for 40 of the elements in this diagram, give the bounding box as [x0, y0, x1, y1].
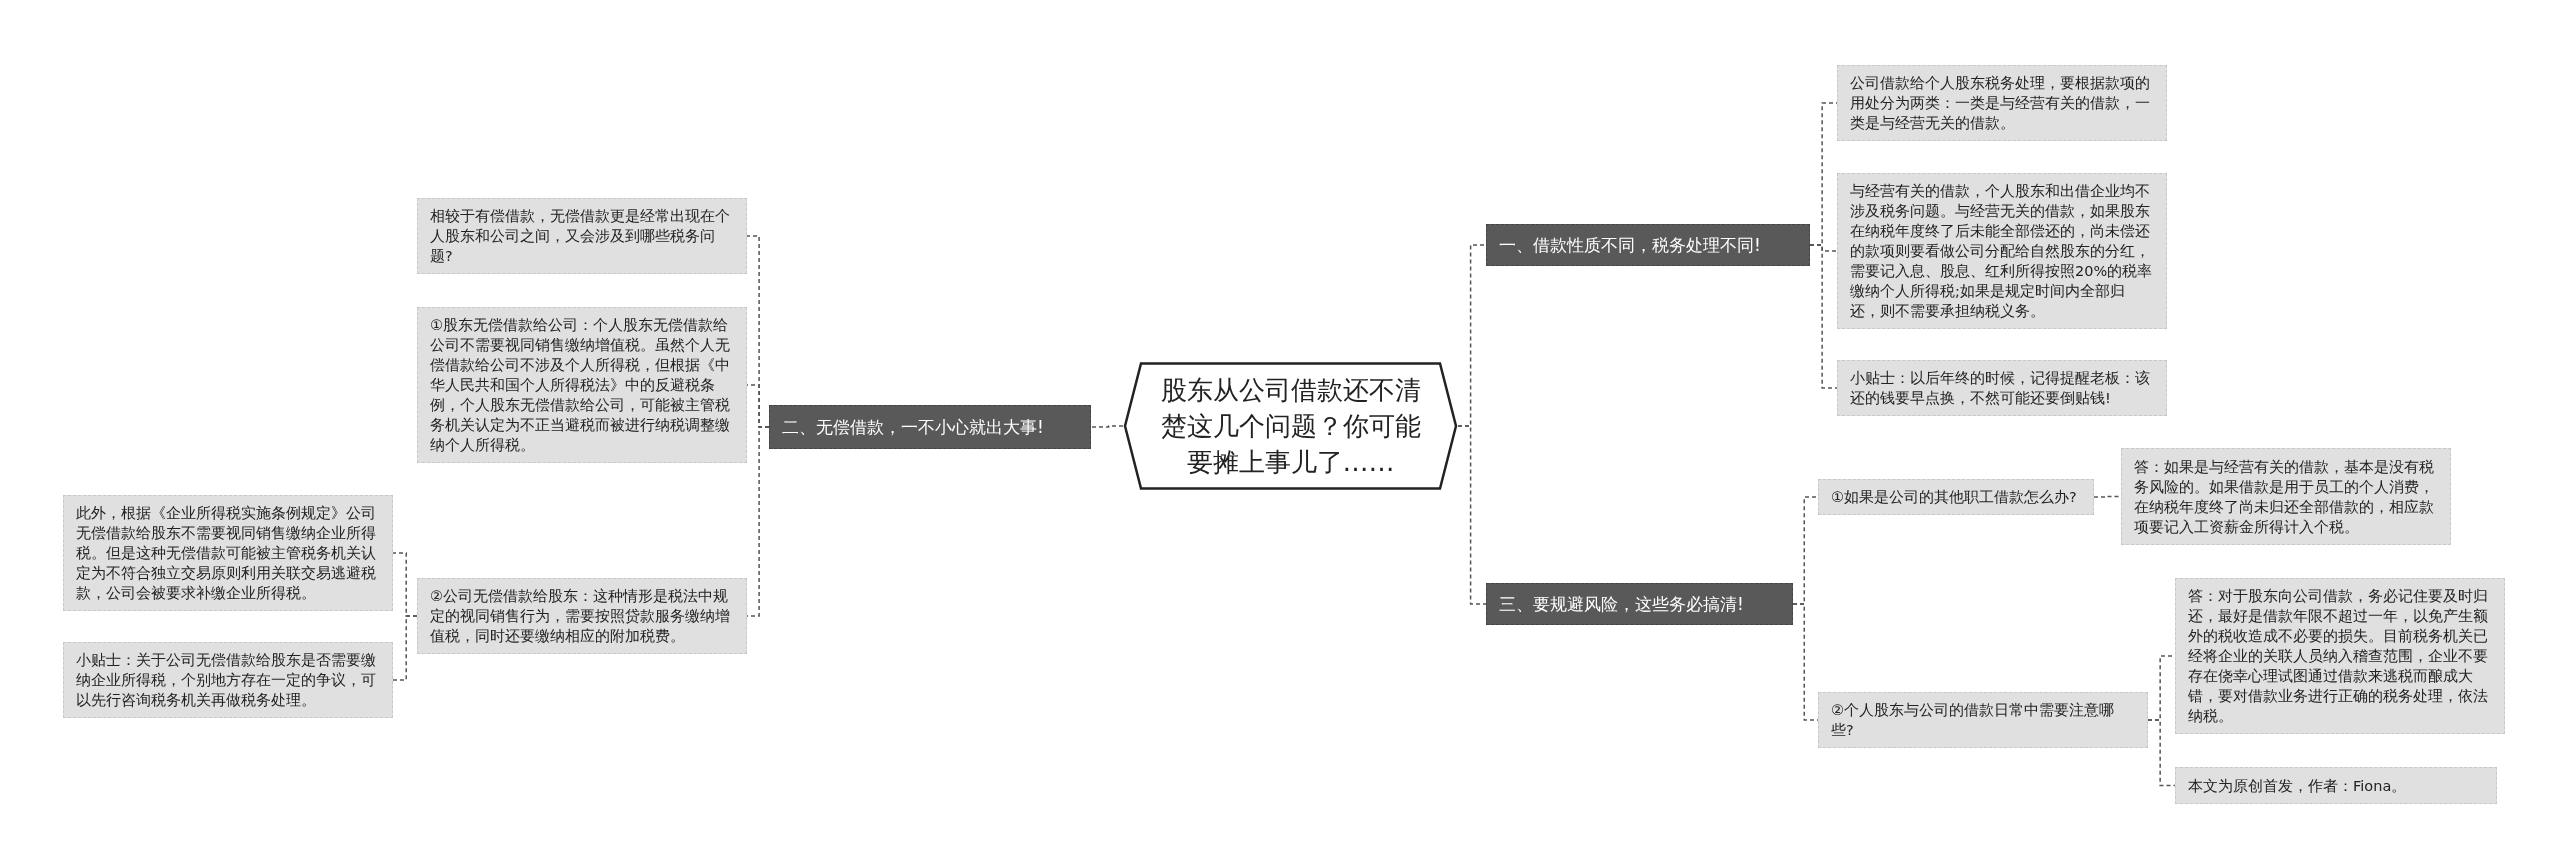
topic-text: 三、要规避风险，这些务必搞清! [1499, 593, 1745, 616]
topic-text: 一、借款性质不同，税务处理不同! [1499, 234, 1762, 257]
note-text: 小贴士：以后年终的时候，记得提醒老板：该还的钱要早点换，不然可能还要倒贴钱! [1850, 369, 2151, 408]
connector-line [2093, 495, 2122, 498]
note-box [2175, 767, 2497, 804]
connector-line [2147, 719, 2176, 787]
connector-line [1457, 425, 1487, 605]
note-text: ①如果是公司的其他职工借款怎么办? [1831, 488, 2078, 507]
note-text: ①股东无偿借款给公司：个人股东无偿借款给公司不需要视同销售缴纳增值税。虽然个人无偿借款给公司不涉及个人所得税，但根据《中华人民共和国个人所得税法》中的反避税条例，个人股东无偿借款给公司，可能被主管税务机关认定为不正当避税而被进行纳税调整缴纳个人所得税。 [430, 316, 731, 455]
topic-box [1486, 224, 1810, 266]
note-text: 此外，根据《企业所得税实施条例规定》公司无偿借款给股东不需要视同销售缴纳企业所得税。但是这种无偿借款可能被主管税务机关认定为不符合独立交易原则利用关联交易逃避税款，公司会被要求补缴企业所得税。 [76, 504, 377, 603]
connector-line [1090, 425, 1124, 428]
note-text: 公司借款给个人股东税务处理，要根据款项的用处分为两类：一类是与经营有关的借款，一类是与经营无关的借款。 [1850, 74, 2151, 133]
note-box [2175, 578, 2505, 734]
note-box [1837, 65, 2167, 141]
note-box [1818, 692, 2148, 748]
central-topic-hexagon [1123, 362, 1458, 490]
note-text: 答：如果是与经营有关的借款，基本是没有税务风险的。如果借款是用于员工的个人消费，在纳税年度终了尚未归还全部借款的，相应款项要记入工资薪金所得计入个税。 [2134, 457, 2435, 537]
note-box [417, 578, 747, 654]
connector-line [1809, 244, 1838, 389]
note-box [63, 495, 393, 611]
note-box [417, 198, 747, 274]
topic-box [1486, 583, 1793, 625]
connector-line [392, 615, 418, 681]
central-topic-text: 股东从公司借款还不清楚这几个问题？你可能要摊上事儿了…… [1160, 374, 1421, 479]
note-box [1837, 173, 2167, 329]
note-text: 相较于有偿借款，无偿借款更是经常出现在个人股东和公司之间，又会涉及到哪些税务问题? [430, 207, 731, 266]
note-box [1837, 360, 2167, 416]
note-text: 答：对于股东向公司借款，务必记住要及时归还，最好是借款年限不超过一年，以免产生额外的税收造成不必要的损失。目前税务机关已经将企业的关联人员纳入稽查范围，企业不要存在侥幸心理试图通过借款来逃税而酿成大错，要对借款业务进行正确的税务处理，依法纳税。 [2188, 587, 2489, 726]
topic-box [769, 405, 1091, 449]
note-box [417, 307, 747, 463]
note-text: 本文为原创首发，作者：Fiona。 [2188, 776, 2408, 796]
note-box [2121, 448, 2451, 545]
note-box [63, 642, 393, 718]
note-text: 小贴士：关于公司无偿借款给股东是否需要缴纳企业所得税，个别地方存在一定的争议，可以先行咨询税务机关再做税务处理。 [76, 651, 377, 710]
note-text: ②个人股东与公司的借款日常中需要注意哪些? [1831, 701, 2115, 740]
topic-text: 二、无偿借款，一不小心就出大事! [782, 416, 1045, 439]
note-text: ②公司无偿借款给股东：这种情形是税法中规定的视同销售行为，需要按照贷款服务缴纳增值税，同时还要缴纳相应的附加税费。 [430, 587, 731, 646]
note-box [1818, 479, 2094, 515]
note-text: 与经营有关的借款，个人股东和出借企业均不涉及税务问题。与经营无关的借款，如果股东在纳税年度终了后未能全部偿还的，尚未偿还的款项则要看做公司分配给自然股东的分红，需要记入息、股息、红利所得按照20%的税率缴纳个人所得税;如果是规定时间内全部归还，则不需要承担纳税义务。 [1850, 182, 2154, 321]
